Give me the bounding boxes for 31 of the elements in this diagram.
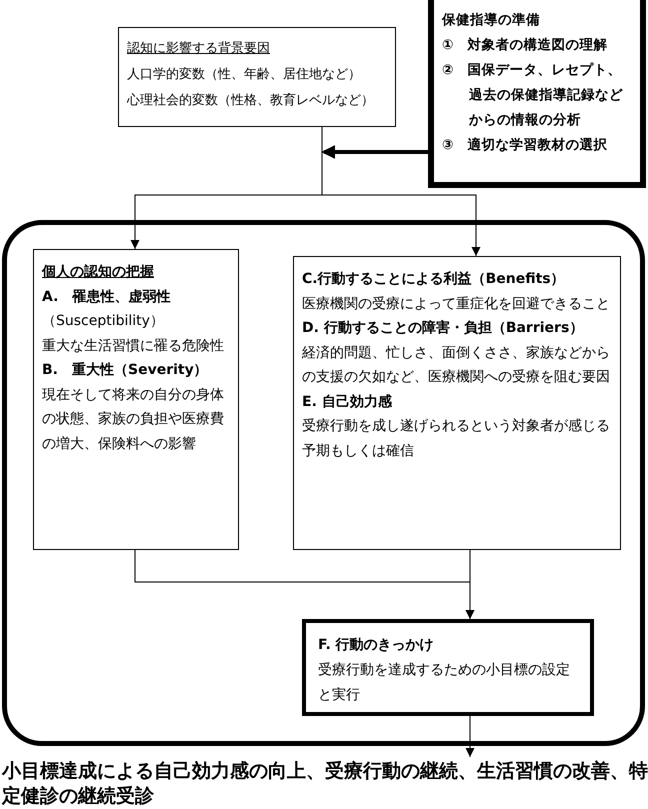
body-text: 現在そして将来の自分の身体の状態、家族の負担や医療費の増大、保険料への影響 xyxy=(42,386,225,454)
body-text: ③ 適切な学習教材の選択 xyxy=(442,136,608,155)
heading: 個人の認知の把握 xyxy=(42,263,155,282)
body-text: 医療機関の受療によって重症化を回避できること xyxy=(302,294,611,314)
body-text: B. 重大性（Severity） xyxy=(42,361,209,380)
heading: 小目標達成による自己効力感の向上、受療行動の継続、生活習慣の改善、特定健診の継続受診 xyxy=(2,759,648,809)
body-text: ① 対象者の構造図の理解 xyxy=(442,36,608,55)
arrow xyxy=(321,145,428,159)
body-text: 受療行動を達成するための小目標の設定と実行 xyxy=(318,661,571,705)
body-text: 経済的問題、忙しさ、面倒くささ、家族などからの支援の欠如など、医療機関への受療を阻む要因 xyxy=(302,344,611,387)
body-text: 心理社会的変数（性格、教育レベルなど） xyxy=(127,92,375,110)
heading: F. 行動のきっかけ xyxy=(318,636,435,655)
body-text: （Susceptibility） xyxy=(42,312,165,331)
body-text: 人口学的変数（性、年齢、居住地など） xyxy=(127,66,362,84)
text-box xyxy=(428,0,646,188)
text-box xyxy=(293,256,621,550)
arrow xyxy=(466,716,474,758)
group-frame xyxy=(2,220,645,746)
body-text: 受療行動を成し遂げられるという対象者が感じる予期もしくは確信 xyxy=(302,417,611,460)
body-text: E. 自己効力感 xyxy=(302,392,393,412)
heading: C.行動することによる利益（Benefits） xyxy=(302,270,566,289)
body-text: D. 行動することの障害・負担（Barriers） xyxy=(302,318,584,338)
arrow xyxy=(466,550,474,620)
body-text: ② 国保データ、レセプト、過去の保健指導記録などからの情報の分析 xyxy=(442,61,624,130)
text-box xyxy=(33,249,239,550)
heading: 認知に影響する背景要因 xyxy=(127,40,271,58)
text-box xyxy=(118,27,396,127)
heading: 保健指導の準備 xyxy=(442,11,541,30)
body-text: 重大な生活習慣に罹る危険性 xyxy=(42,336,225,356)
text-box xyxy=(302,619,594,716)
body-text: A. 罹患性、虚弱性 xyxy=(42,288,172,306)
